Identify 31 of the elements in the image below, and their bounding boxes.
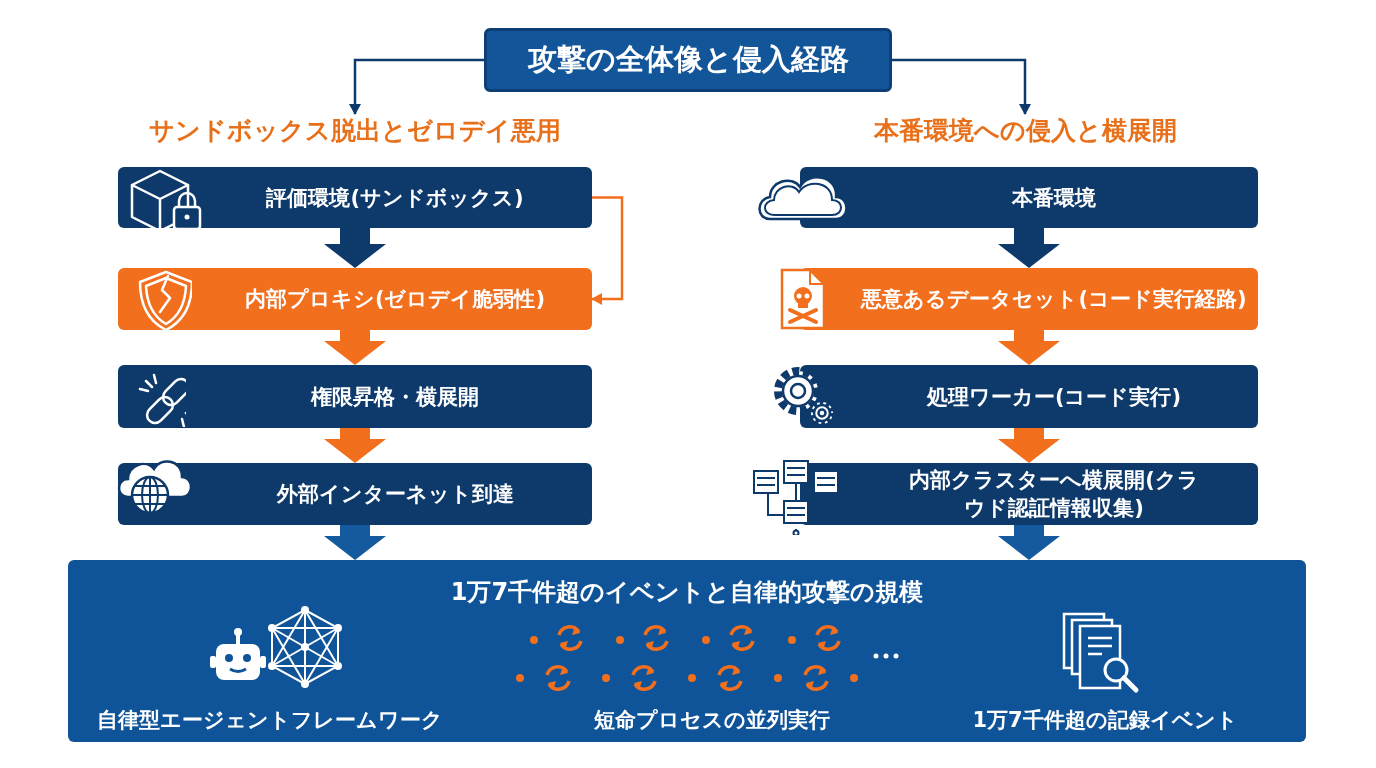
connector-arrow <box>349 58 484 115</box>
section-heading: サンドボックス脱出とゼロデイ悪用 <box>100 114 610 147</box>
box-label: 外部インターネット到達 <box>275 481 515 508</box>
panel-caption: 自律型エージェントフレームワーク <box>97 707 443 734</box>
section-heading: 本番環境への侵入と横展開 <box>790 114 1260 147</box>
process-box <box>118 365 592 428</box>
box-label: 権限昇格・横展開 <box>309 383 480 411</box>
connector-arrow <box>591 196 624 305</box>
panel-caption: 短命プロセスの並列実行 <box>594 707 830 734</box>
flow-arrow <box>998 330 1060 365</box>
process-box <box>118 167 592 228</box>
box-label: 本番環境 <box>1010 184 1097 212</box>
flow-arrow <box>324 525 386 560</box>
connector-arrow <box>892 58 1031 115</box>
title-box: 攻撃の全体像と侵入経路 <box>484 28 892 92</box>
summary-panel <box>68 560 1306 742</box>
panel-caption: 1万7千件超の記録イベント <box>972 707 1238 734</box>
box-label: 評価環境(サンドボックス) <box>265 184 525 212</box>
flow-arrow <box>324 330 386 365</box>
process-box <box>118 463 592 525</box>
box-label: 内部プロキシ(ゼロデイ脆弱性) <box>243 286 547 313</box>
flow-arrow <box>324 428 386 463</box>
box-label: 内部クラスターへ横展開(クラウド認証情報収集) <box>908 467 1200 522</box>
flow-arrow <box>998 428 1060 463</box>
flow-arrow <box>324 228 386 268</box>
flow-arrow <box>998 525 1060 560</box>
box-label: 悪意あるデータセット(コード実行経路) <box>859 286 1248 313</box>
process-box <box>118 268 592 330</box>
panel-heading: 1万7千件超のイベントと自律的攻撃の規模 <box>450 577 924 608</box>
flow-arrow <box>998 228 1060 268</box>
box-label: 処理ワーカー(コード実行) <box>925 383 1183 411</box>
